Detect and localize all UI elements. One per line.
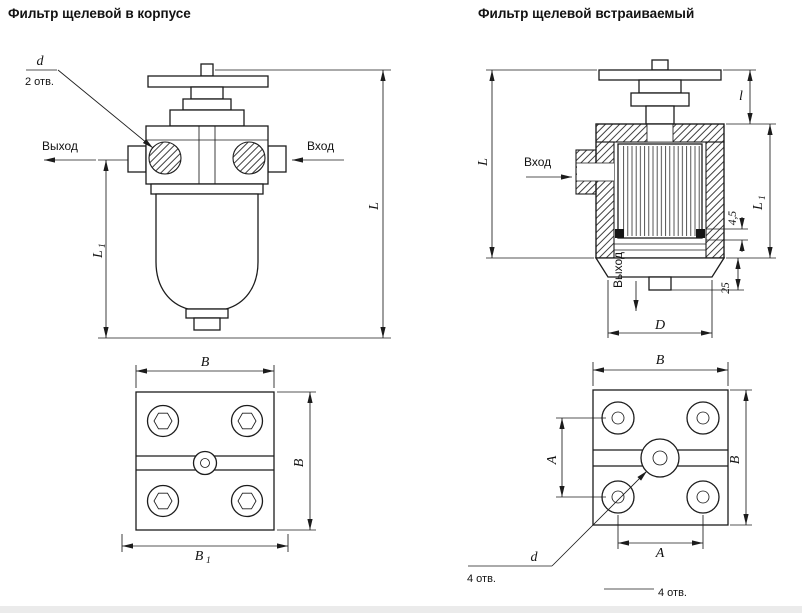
hole-qty-label-2: 4 отв. bbox=[658, 587, 687, 599]
slotted-element bbox=[617, 143, 703, 239]
right-section-dimensions: Вход Выход l L L 1 bbox=[476, 69, 776, 338]
filter-head bbox=[127, 125, 287, 185]
base bbox=[594, 257, 726, 278]
inlet-label: Вход bbox=[307, 139, 334, 153]
dim-label-L1: L 1 bbox=[751, 195, 768, 211]
title-left: Фильтр щелевой в корпусе bbox=[8, 6, 191, 21]
left-plan-view: B B B 1 bbox=[121, 355, 316, 566]
handle-top-view bbox=[136, 450, 274, 476]
dim-label-4-5: 4,5 bbox=[727, 211, 739, 226]
dim-letter: B bbox=[292, 458, 307, 467]
handle-assembly bbox=[598, 59, 722, 125]
dim-letter: L bbox=[751, 202, 766, 211]
port-right bbox=[232, 141, 266, 175]
dim-number: 25 bbox=[720, 282, 732, 294]
outlet-stub bbox=[648, 276, 672, 291]
dim-number: 4,5 bbox=[727, 211, 739, 226]
filter-body-section bbox=[575, 123, 726, 291]
dim-letter: L bbox=[91, 250, 106, 259]
outlet-label: Выход bbox=[42, 139, 78, 153]
handle-assembly bbox=[147, 63, 269, 127]
dim-label-A-bottom: A bbox=[655, 546, 665, 561]
left-plan-dimensions: B B B 1 bbox=[121, 355, 316, 566]
seal-left bbox=[615, 229, 624, 238]
seal-right bbox=[696, 229, 705, 238]
dim-label-25: 25 bbox=[720, 282, 732, 294]
title-right: Фильтр щелевой встраиваемый bbox=[478, 6, 694, 21]
left-front-dimensions: L L 1 d 2 отв. Выход Вход bbox=[25, 54, 391, 339]
dim-letter: B bbox=[728, 455, 743, 464]
dim-label-L: L bbox=[476, 158, 491, 167]
dim-letter: L bbox=[476, 158, 491, 167]
dim-label-L: L bbox=[367, 202, 382, 211]
window-edge bbox=[0, 606, 802, 613]
dim-label-B-side: B bbox=[292, 458, 307, 467]
dim-letter: A bbox=[545, 455, 560, 465]
dim-label-l: l bbox=[739, 89, 743, 104]
dim-label-D: D bbox=[654, 318, 665, 333]
dim-sub: 1 bbox=[758, 195, 768, 200]
outlet-label: Выход bbox=[611, 252, 625, 288]
dim-label-B-top: B bbox=[201, 355, 210, 370]
dim-label-B-side: B bbox=[728, 455, 743, 464]
leader-line bbox=[57, 69, 154, 149]
port-left bbox=[148, 141, 182, 175]
right-plan-dimensions: B A B A d 4 отв. bbox=[467, 353, 752, 599]
dim-label-A-left: A bbox=[545, 455, 560, 465]
handle-top-view bbox=[593, 438, 728, 478]
leader-line bbox=[551, 470, 648, 567]
right-section-view: Вход Выход l L L 1 bbox=[476, 59, 776, 338]
dim-sub: 1 bbox=[98, 243, 108, 248]
dim-letter: L bbox=[367, 202, 382, 211]
corner-bolts bbox=[146, 404, 264, 518]
dim-sub: 1 bbox=[206, 556, 211, 566]
filter-bowl bbox=[150, 183, 264, 331]
outlet-text: Выход bbox=[611, 252, 625, 288]
right-plan-view: B A B A d 4 отв. bbox=[467, 353, 752, 599]
hole-qty-label: 2 отв. bbox=[25, 76, 54, 88]
inlet-label: Вход bbox=[524, 155, 551, 169]
hole-qty-label: 4 отв. bbox=[467, 573, 496, 585]
dim-letter: B bbox=[195, 549, 204, 564]
hole-dia-label: d bbox=[37, 54, 45, 69]
dim-label-B1: B 1 bbox=[195, 549, 211, 566]
dim-label-B-top: B bbox=[656, 353, 665, 368]
hole-dia-label: d bbox=[531, 550, 539, 565]
left-front-view: L L 1 d 2 отв. Выход Вход bbox=[25, 54, 391, 339]
dim-label-L1: L 1 bbox=[91, 243, 108, 259]
